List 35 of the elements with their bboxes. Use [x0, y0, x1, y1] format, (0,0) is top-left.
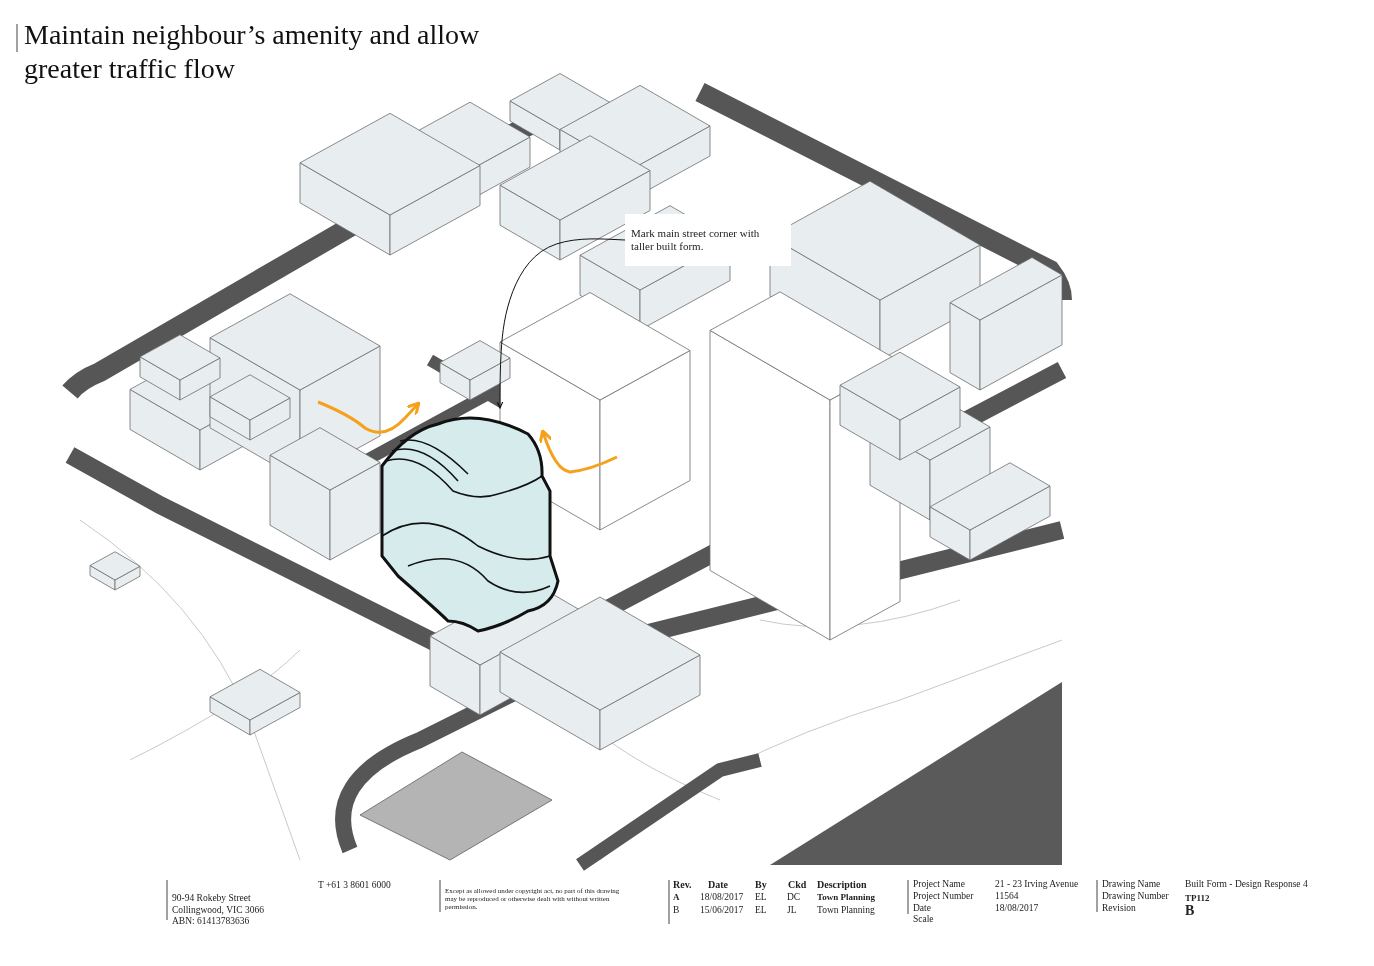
footer-text: A	[673, 892, 680, 903]
footer-text: B	[1185, 903, 1195, 919]
footer-text: T +61 3 8601 6000	[318, 880, 391, 891]
footer-text: Revision	[1102, 903, 1136, 914]
footer-text: Drawing Name	[1102, 879, 1161, 890]
footer-text: 21 - 23 Irving Avenue	[995, 879, 1079, 890]
footer-text: Town Planning	[817, 905, 875, 916]
footer-text: Drawing Number	[1102, 891, 1169, 902]
footer-text: Town Planning	[817, 892, 875, 903]
footer-text: Date	[913, 903, 931, 914]
footer-text: Project Number	[913, 891, 974, 902]
footer-text: DC	[787, 892, 801, 903]
footer-text: Scale	[913, 914, 934, 925]
leader-line	[496, 238, 626, 409]
footer-text: EL	[755, 905, 767, 916]
footer-text: 90-94 Rokeby Street	[172, 893, 251, 904]
footer-text: Description	[817, 879, 867, 890]
footer-text: 11564	[995, 891, 1019, 902]
footer-text: By	[755, 879, 767, 890]
footer-text: 18/08/2017	[995, 903, 1039, 914]
footer-text: 15/06/2017	[700, 905, 744, 916]
footer-text: Project Name	[913, 879, 965, 890]
footer-text: JL	[787, 905, 797, 916]
footer-text: Rev.	[673, 879, 692, 890]
title: Maintain neighbour’s amenity and allow greater traffic flow	[24, 18, 481, 86]
footer-text: TP112	[1185, 893, 1210, 904]
footer-text: ABN: 61413783636	[172, 916, 250, 927]
footer-text: Ckd	[788, 879, 807, 890]
footer-text: EL	[755, 892, 767, 903]
footer-text: Date	[708, 879, 728, 890]
footer-text: Built Form - Design Response 4	[1185, 879, 1308, 890]
footer-text: Collingwood, VIC 3066	[172, 905, 264, 916]
footer-text: 18/08/2017	[700, 892, 744, 903]
footer-text: B	[673, 905, 680, 916]
callout-text: Mark main street corner with taller built form.	[625, 214, 791, 266]
